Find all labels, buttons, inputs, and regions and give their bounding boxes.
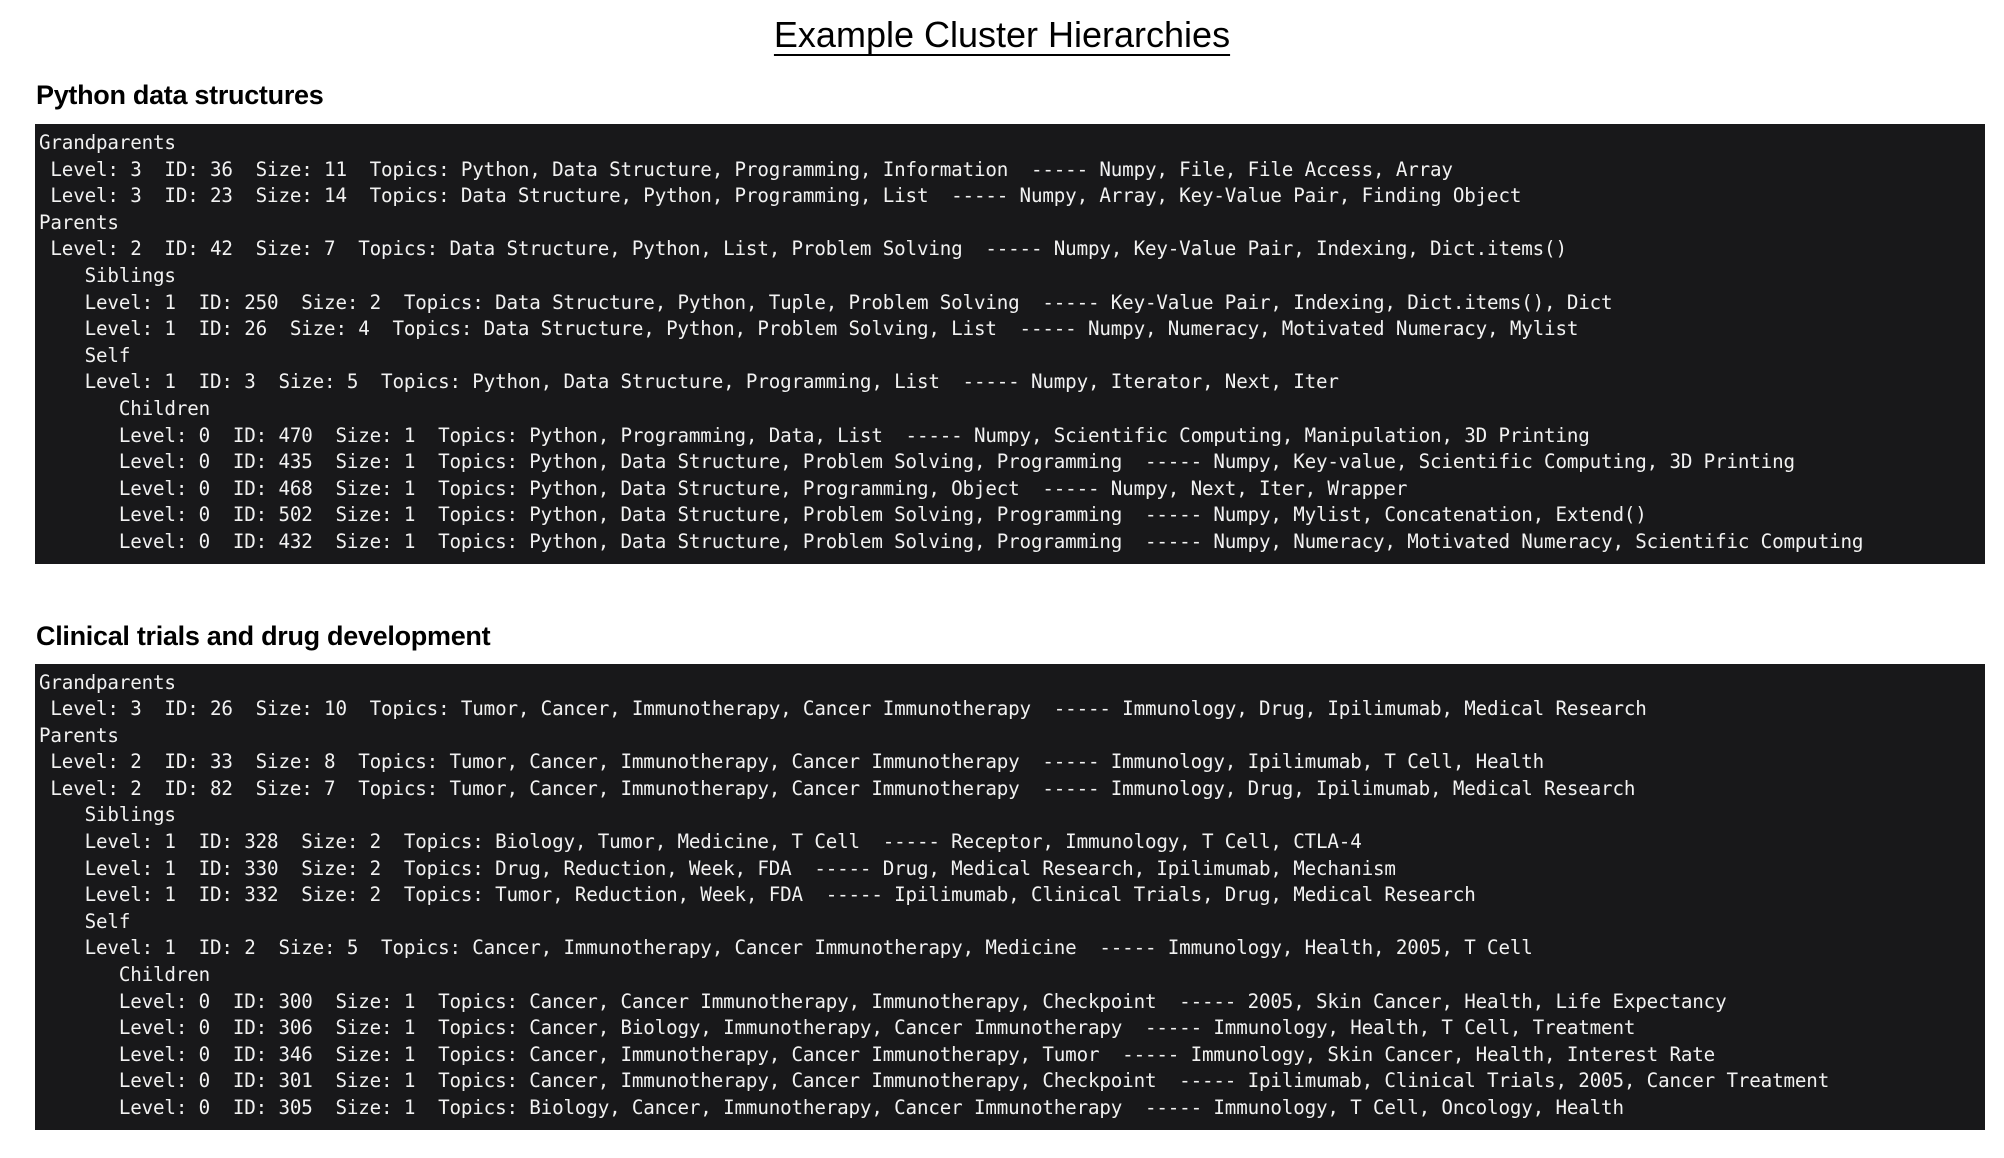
code-line: Level: 1 ID: 250 Size: 2 Topics: Data St… bbox=[39, 290, 1613, 314]
code-line: Level: 1 ID: 3 Size: 5 Topics: Python, D… bbox=[39, 370, 1339, 394]
code-line: Level: 0 ID: 470 Size: 1 Topics: Python,… bbox=[39, 423, 1590, 447]
code-line: Level: 0 ID: 301 Size: 1 Topics: Cancer,… bbox=[39, 1069, 1830, 1093]
code-line: Self bbox=[39, 909, 131, 933]
code-line: Level: 0 ID: 502 Size: 1 Topics: Python,… bbox=[39, 503, 1647, 527]
code-line: Level: 2 ID: 42 Size: 7 Topics: Data Str… bbox=[39, 237, 1567, 261]
code-line: Level: 0 ID: 432 Size: 1 Topics: Python,… bbox=[39, 529, 1864, 553]
code-line: Level: 1 ID: 26 Size: 4 Topics: Data Str… bbox=[39, 317, 1579, 341]
code-line: Level: 1 ID: 332 Size: 2 Topics: Tumor, … bbox=[39, 883, 1476, 907]
code-line: Children bbox=[39, 396, 211, 420]
code-line: Level: 0 ID: 305 Size: 1 Topics: Biology… bbox=[39, 1096, 1624, 1119]
code-line: Level: 1 ID: 330 Size: 2 Topics: Drug, R… bbox=[39, 856, 1396, 880]
code-line: Grandparents bbox=[39, 131, 176, 154]
section-block-wrap-2: Grandparents Level: 3 ID: 26 Size: 10 To… bbox=[0, 652, 2004, 1130]
code-line: Siblings bbox=[39, 263, 176, 287]
cluster-hierarchy-block-python: Grandparents Level: 3 ID: 36 Size: 11 To… bbox=[35, 124, 1985, 564]
code-line: Children bbox=[39, 963, 211, 987]
section-clinical-trials: Clinical trials and drug development Gra… bbox=[0, 564, 2004, 1130]
section-heading-clinical-trials-and-drug-development: Clinical trials and drug development bbox=[36, 620, 491, 651]
code-line: Self bbox=[39, 343, 131, 367]
code-line: Parents bbox=[39, 210, 119, 234]
section-heading-wrap-2: Clinical trials and drug development bbox=[0, 564, 2004, 652]
code-line: Level: 3 ID: 36 Size: 11 Topics: Python,… bbox=[39, 157, 1453, 181]
code-line: Level: 2 ID: 33 Size: 8 Topics: Tumor, C… bbox=[39, 750, 1545, 774]
section-heading-wrap-1: Python data structures bbox=[0, 56, 2004, 111]
code-line: Level: 0 ID: 468 Size: 1 Topics: Python,… bbox=[39, 476, 1408, 500]
code-line: Level: 1 ID: 2 Size: 5 Topics: Cancer, I… bbox=[39, 936, 1533, 960]
code-line: Level: 0 ID: 346 Size: 1 Topics: Cancer,… bbox=[39, 1042, 1716, 1066]
section-block-wrap-1: Grandparents Level: 3 ID: 36 Size: 11 To… bbox=[0, 111, 2004, 564]
code-line: Level: 3 ID: 23 Size: 14 Topics: Data St… bbox=[39, 184, 1522, 208]
code-line: Grandparents bbox=[39, 670, 176, 694]
code-line: Level: 1 ID: 328 Size: 2 Topics: Biology… bbox=[39, 830, 1362, 854]
cluster-hierarchy-block-clinical: Grandparents Level: 3 ID: 26 Size: 10 To… bbox=[35, 663, 1985, 1130]
code-line: Level: 2 ID: 82 Size: 7 Topics: Tumor, C… bbox=[39, 776, 1636, 800]
code-line: Level: 0 ID: 435 Size: 1 Topics: Python,… bbox=[39, 450, 1795, 474]
code-line: Siblings bbox=[39, 803, 176, 827]
section-heading-python-data-structures: Python data structures bbox=[36, 80, 324, 110]
code-line: Parents bbox=[39, 723, 119, 747]
section-python-data-structures: Python data structures Grandparents Leve… bbox=[0, 56, 2004, 564]
code-line: Level: 0 ID: 300 Size: 1 Topics: Cancer,… bbox=[39, 989, 1727, 1013]
code-line: Level: 0 ID: 306 Size: 1 Topics: Cancer,… bbox=[39, 1016, 1636, 1040]
page-title: Example Cluster Hierarchies bbox=[773, 14, 1231, 55]
code-line: Level: 3 ID: 26 Size: 10 Topics: Tumor, … bbox=[39, 697, 1647, 721]
